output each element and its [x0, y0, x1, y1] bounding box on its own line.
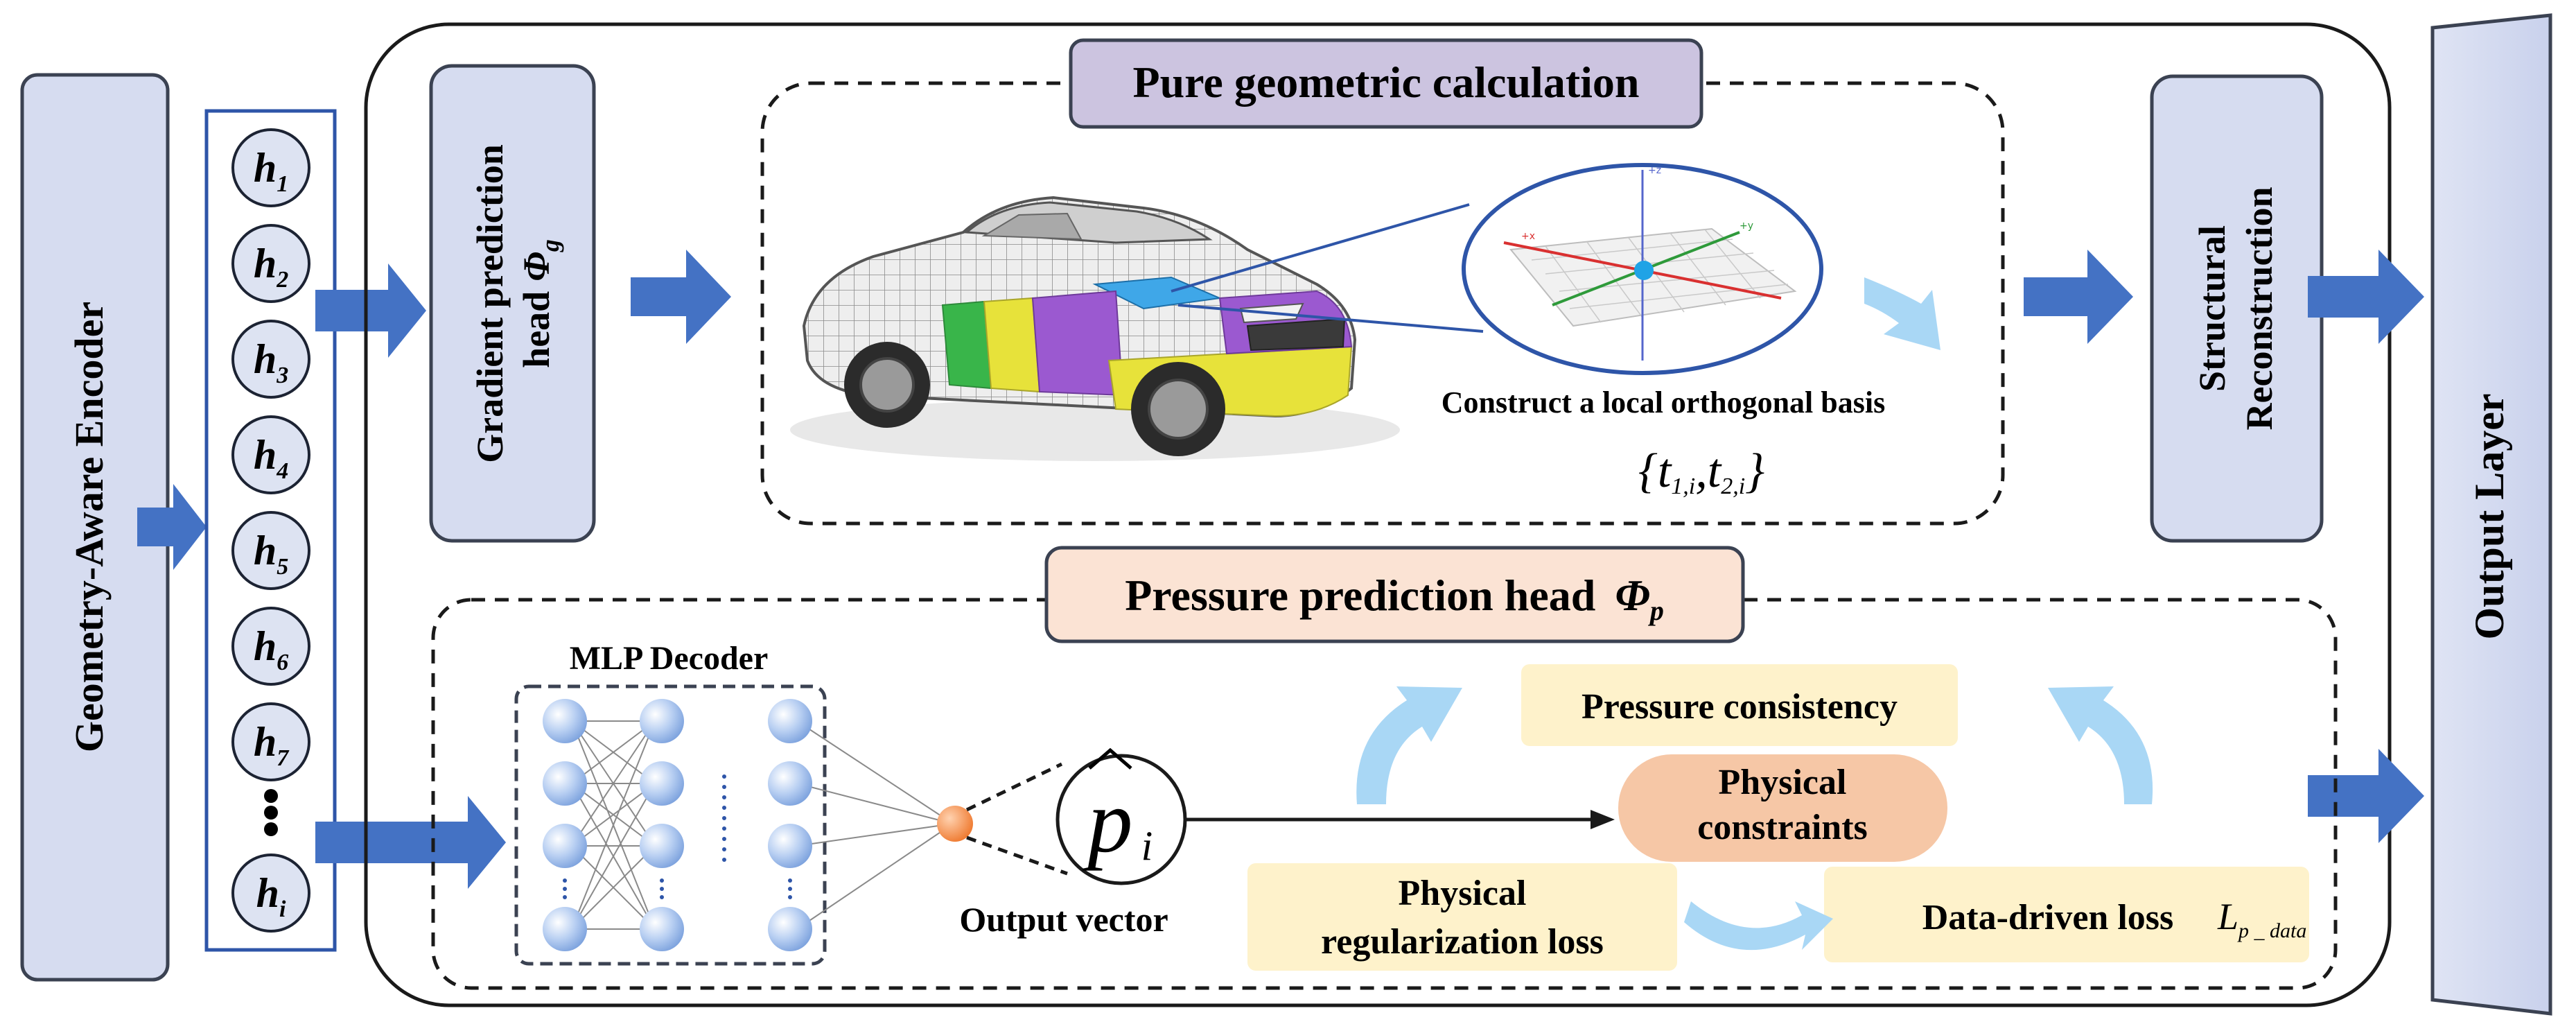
svg-text:hi: hi	[256, 870, 286, 922]
pressure-dashed-box	[431, 598, 2338, 990]
zoom-line-bottom	[1177, 304, 1484, 333]
gradient-prediction-head: Gradient prediction headΦg	[429, 64, 596, 543]
main-container	[364, 22, 2392, 1007]
output-layer-label: Output Layer	[2467, 393, 2512, 639]
physical-reg-line1: Physical	[1399, 874, 1527, 913]
zoom-line-top	[1171, 203, 1470, 293]
output-vector-label: Output vector	[959, 900, 1168, 939]
hidden-state-h4: h4	[231, 415, 310, 494]
pressure-consistency-label: Pressure consistency	[1581, 687, 1898, 727]
p-hat-circle: p i	[1055, 747, 1187, 885]
mlp-label: MLP Decoder	[570, 640, 769, 677]
svg-text:h3: h3	[254, 336, 288, 388]
basis-caption: Construct a local orthogonal basis	[1442, 385, 1885, 419]
gradient-head-line2: headΦg	[516, 239, 564, 368]
hidden-state-hi: hi	[231, 854, 310, 933]
physical-constraints-line2: constraints	[1697, 808, 1868, 847]
pressure-consistency-box: Pressure consistency	[1521, 664, 1958, 746]
hidden-state-column: h1 h2 h3 h4 h5 h6 h7	[204, 109, 337, 952]
svg-text:+y: +y	[1740, 220, 1753, 232]
physical-constraints-pill: Physical constraints	[1618, 754, 1947, 862]
arrow-hidden-to-gradient-head	[315, 263, 426, 358]
svg-text:{t1,i,t2,i}: {t1,i,t2,i}	[1638, 444, 1764, 499]
structural-line1: Structural	[2191, 225, 2233, 392]
gradient-head-line1: Gradient prediction	[469, 144, 511, 463]
arrow-phat-to-constraints	[1186, 810, 1615, 829]
cone-line-top	[965, 762, 1063, 812]
svg-text:h1: h1	[254, 145, 288, 197]
svg-text:+x: +x	[1521, 231, 1535, 242]
arrow-pressure-to-output	[2308, 749, 2424, 843]
data-driven-loss-box: Data-driven loss Lp _ data	[1824, 867, 2309, 962]
encoder-label: Geometry-Aware Encoder	[67, 302, 112, 752]
data-driven-label: Data-driven loss	[1922, 898, 2174, 937]
structural-reconstruction: Structural Reconstruction	[2150, 74, 2324, 543]
curved-arrow-to-consistency-left	[1356, 686, 1462, 804]
hidden-state-h1: h1	[231, 128, 310, 207]
arrow-geometric-to-structural	[2024, 250, 2133, 344]
svg-text:p: p	[1083, 772, 1133, 872]
hidden-state-h3: h3	[231, 320, 310, 399]
hidden-state-ellipsis	[264, 789, 278, 836]
output-node	[937, 806, 973, 842]
arrow-hidden-to-mlp	[315, 796, 506, 889]
svg-text:+z: +z	[1648, 165, 1661, 176]
data-driven-symbol: Lp _ data	[2217, 896, 2306, 942]
curved-arrow-reg-to-data	[1684, 901, 1833, 951]
hidden-state-h7: h7	[231, 702, 310, 781]
local-basis-ellipse: +z +y +x	[1462, 163, 1823, 375]
svg-text:h5: h5	[254, 528, 288, 580]
curved-arrow-geometric	[1864, 277, 1940, 350]
hidden-state-h2: h2	[231, 224, 310, 303]
svg-text:h6: h6	[254, 623, 288, 675]
mlp-decoder	[514, 684, 954, 966]
arrow-structural-to-output	[2308, 250, 2424, 344]
cone-line-bottom	[966, 835, 1068, 876]
hidden-state-h6: h6	[231, 607, 310, 686]
arrow-gradient-to-geometric	[631, 250, 731, 344]
basis-formula: {t1,i,t2,i}	[1638, 444, 1764, 499]
physical-regularization-box: Physical regularization loss	[1247, 863, 1677, 971]
svg-text:h7: h7	[254, 719, 290, 771]
svg-text:h4: h4	[254, 432, 288, 484]
physical-reg-line2: regularization loss	[1321, 922, 1604, 962]
svg-text:i: i	[1141, 823, 1153, 869]
structural-line2: Reconstruction	[2238, 187, 2280, 431]
hidden-state-h5: h5	[231, 511, 310, 590]
curved-arrow-to-consistency-right	[2048, 686, 2153, 804]
geometric-title-box: Pure geometric calculation	[1069, 38, 1703, 129]
output-layer: Output Layer	[2430, 13, 2552, 1016]
svg-text:h2: h2	[254, 241, 288, 293]
physical-constraints-line1: Physical	[1719, 763, 1847, 802]
car-illustration	[790, 196, 1400, 461]
geometric-title: Pure geometric calculation	[1132, 58, 1639, 107]
arrow-encoder-to-hidden	[137, 484, 207, 570]
geometry-aware-encoder: Geometry-Aware Encoder	[20, 73, 170, 982]
